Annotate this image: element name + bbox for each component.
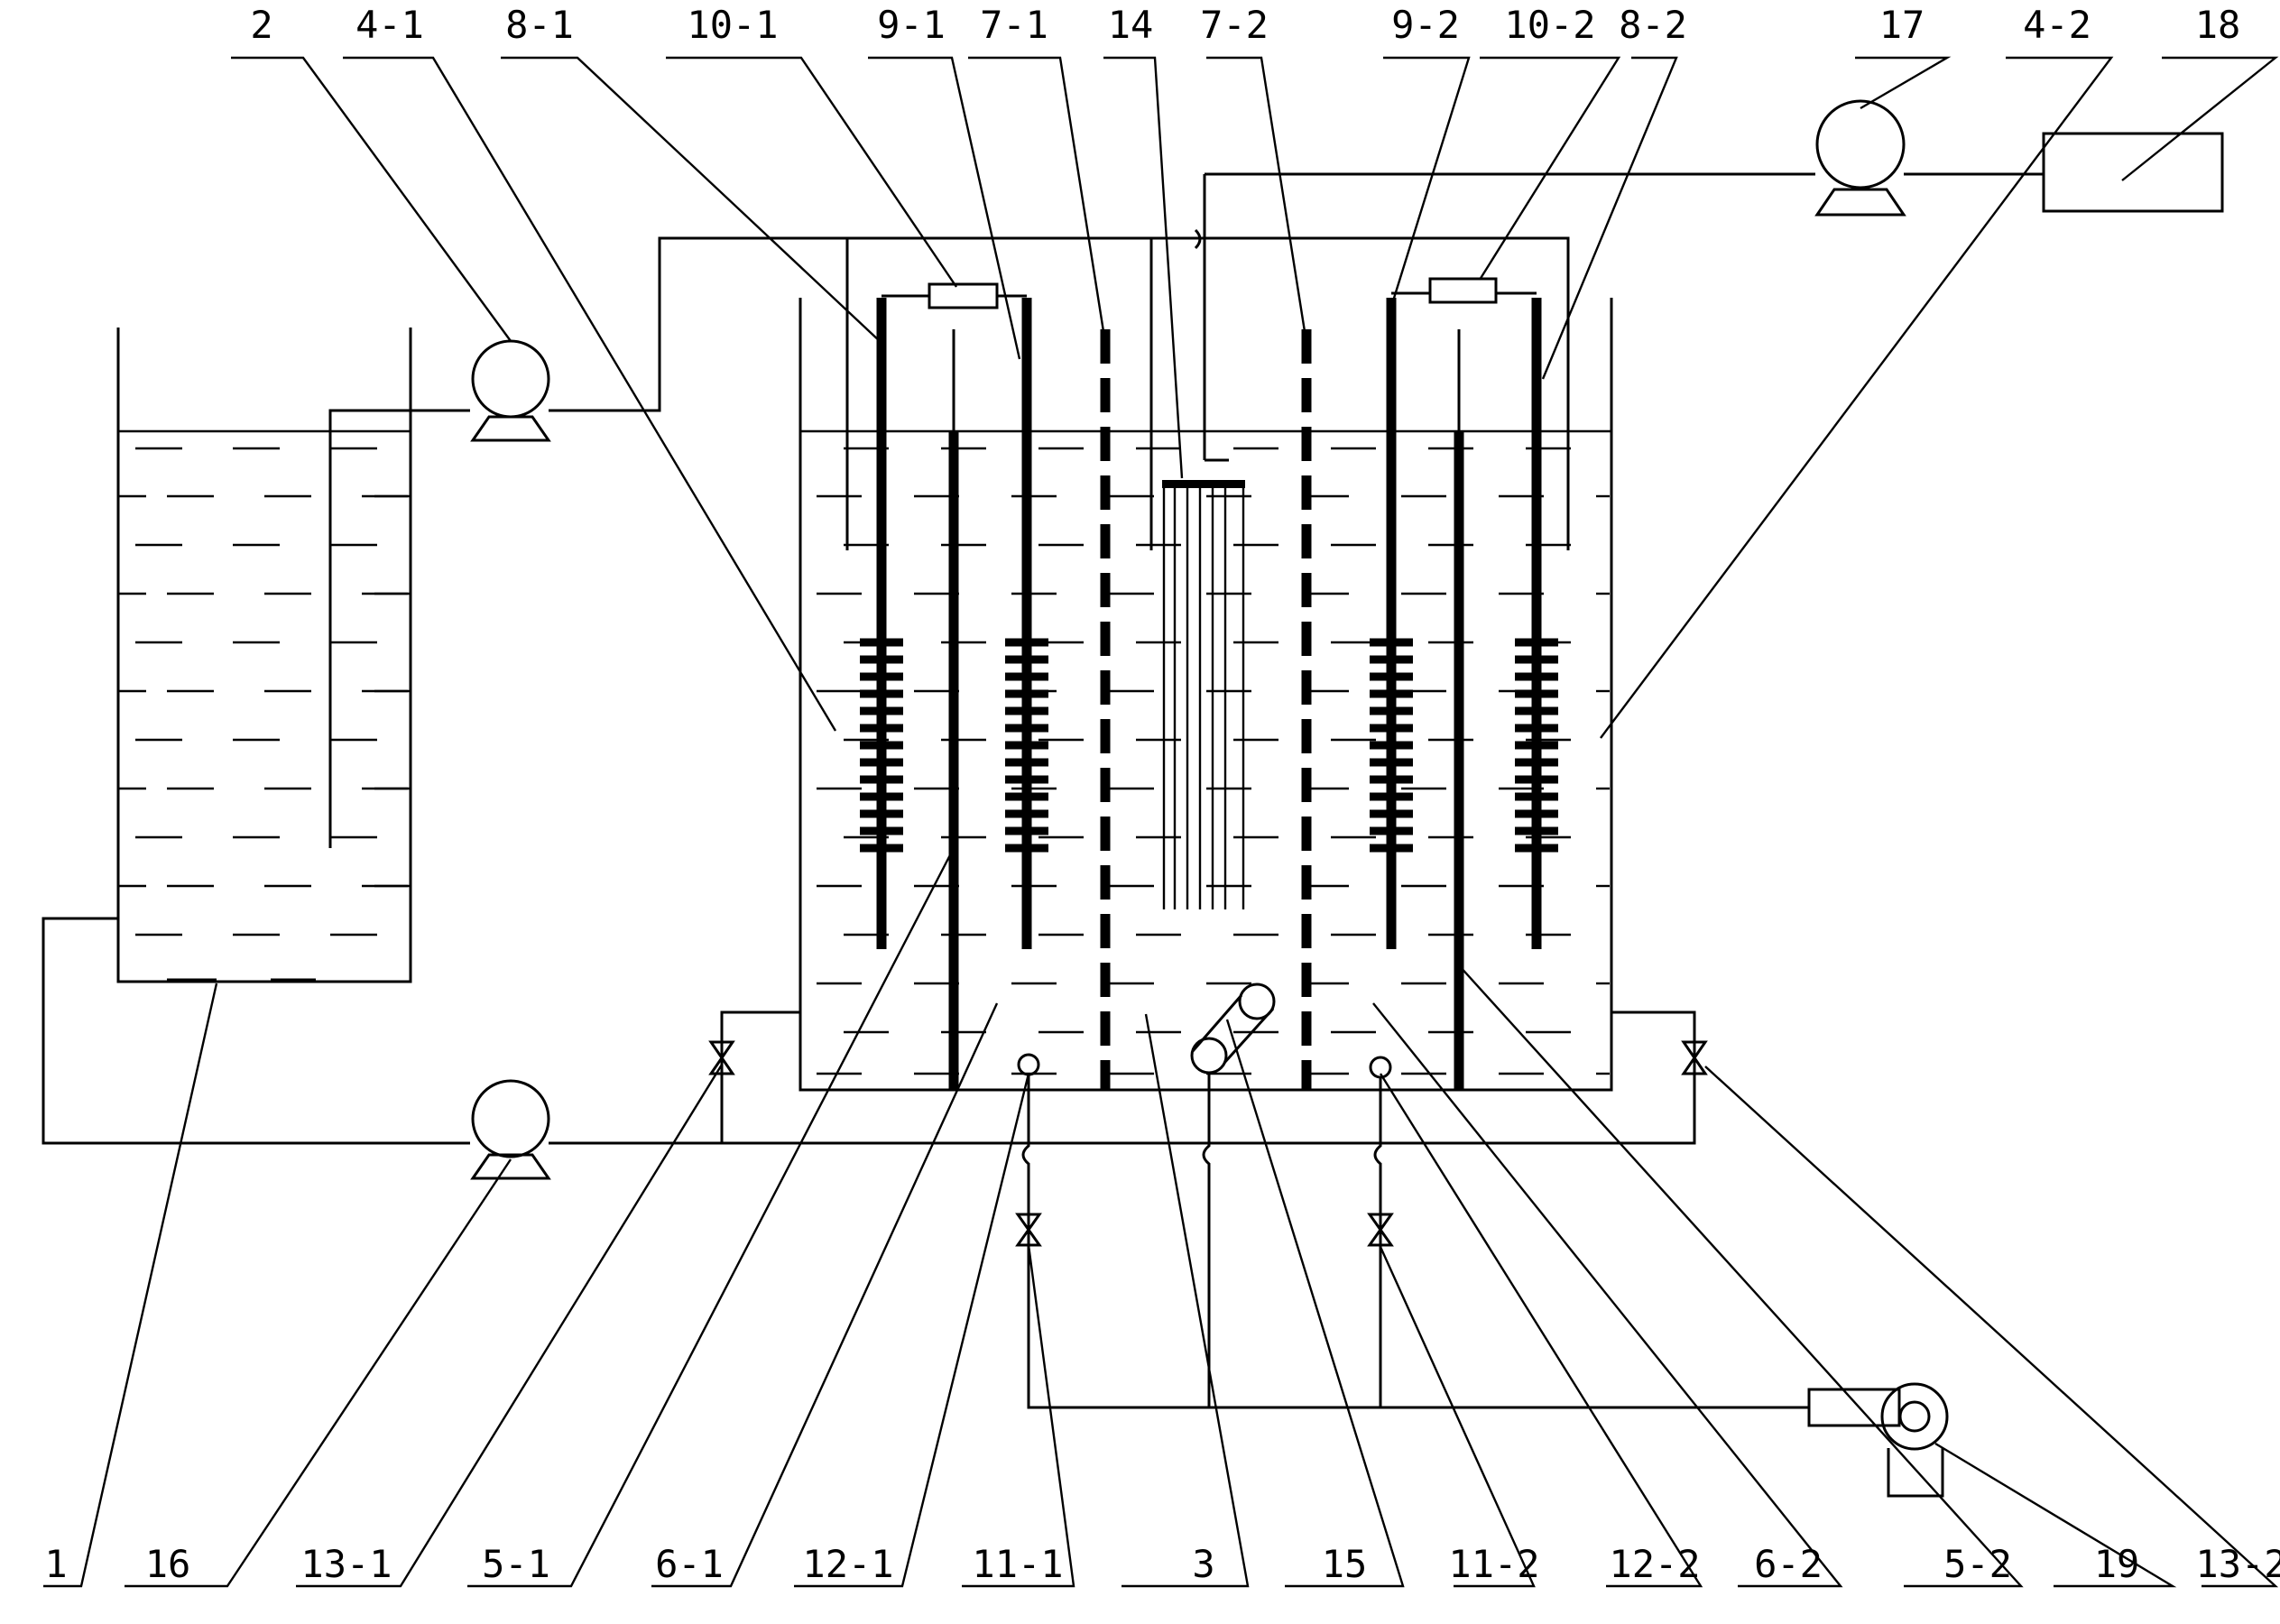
callout-label: 11-2 xyxy=(1448,1542,1539,1586)
storage-tank xyxy=(116,328,412,983)
callout-label: 7-1 xyxy=(980,3,1048,47)
feed-line xyxy=(549,236,1570,550)
top-labels: 2 4-1 8-1 10-1 9-1 7-1 14 7-2 9-2 10-2 8-2 17 4-2 18 xyxy=(250,3,2240,47)
callout-label: 6-1 xyxy=(655,1542,724,1586)
callout-label: 12-2 xyxy=(1609,1542,1700,1586)
valve-left xyxy=(708,1040,735,1075)
callout-label: 17 xyxy=(1879,3,1925,47)
valve-right xyxy=(1681,1040,1708,1075)
collection-tank xyxy=(2042,132,2224,213)
bottom-labels: 1 16 13-1 5-1 6-1 12-1 11-1 3 15 11-2 12-2 6-2 5-2 19… xyxy=(44,1542,2280,1586)
callout-label: 1 xyxy=(44,1542,67,1586)
callout-label: 11-1 xyxy=(972,1542,1063,1586)
aeration-system xyxy=(1015,983,1809,1409)
callout-label: 9-2 xyxy=(1391,3,1460,47)
callout-label: 4-2 xyxy=(2023,3,2091,47)
right-electrode-set xyxy=(1370,277,1558,1090)
callout-label: 15 xyxy=(1322,1542,1368,1586)
feed-pump xyxy=(470,339,551,442)
callout-label: 2 xyxy=(250,3,272,47)
suction-pump xyxy=(1814,99,1906,217)
callout-label: 5-1 xyxy=(482,1542,550,1586)
callout-label: 13-1 xyxy=(300,1542,392,1586)
circulation-pump xyxy=(470,1079,551,1180)
callout-label: 9-1 xyxy=(877,3,946,47)
callout-label: 5-2 xyxy=(1943,1542,2012,1586)
callout-label: 13-2 xyxy=(2195,1542,2280,1586)
callout-label: 8-2 xyxy=(1619,3,1687,47)
callout-label: 6-2 xyxy=(1754,1542,1823,1586)
membrane-module xyxy=(1162,174,1245,909)
callout-label: 3 xyxy=(1192,1542,1214,1586)
inlet-pipe xyxy=(328,409,470,848)
callout-label: 7-2 xyxy=(1200,3,1269,47)
callout-label: 8-1 xyxy=(505,3,574,47)
recirculation-line xyxy=(42,917,470,1145)
callout-label: 16 xyxy=(145,1542,191,1586)
blower xyxy=(1807,1382,1949,1498)
callout-label: 19 xyxy=(2094,1542,2140,1586)
callout-label: 10-2 xyxy=(1504,3,1595,47)
callout-label: 12-1 xyxy=(802,1542,893,1586)
leader-lines xyxy=(43,56,2279,1588)
callout-label: 4-1 xyxy=(355,3,424,47)
callout-label: 14 xyxy=(1108,3,1154,47)
callout-label: 10-1 xyxy=(687,3,778,47)
left-electrode-set xyxy=(860,282,1048,1090)
callout-label: 18 xyxy=(2195,3,2241,47)
